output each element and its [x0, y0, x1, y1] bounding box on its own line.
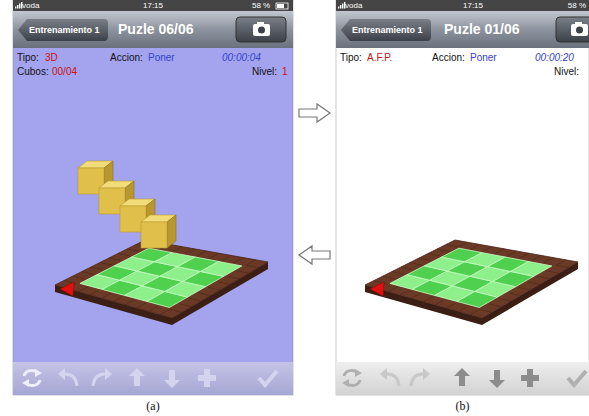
position-marker	[60, 282, 74, 296]
screen-background	[13, 0, 293, 395]
yellow-cube	[141, 215, 176, 248]
camera-button	[236, 17, 286, 42]
field-name: Accion:	[432, 52, 465, 64]
field-value: 1	[282, 66, 288, 78]
field-name: Nivel:	[252, 66, 277, 78]
panel-caption: (a)	[13, 399, 293, 414]
navigation-bar	[13, 11, 293, 48]
toolbar-icon	[342, 369, 362, 387]
toolbar-icon	[129, 368, 145, 386]
field-name: Accion:	[110, 52, 143, 64]
field-name: Tipo:	[340, 52, 362, 64]
position-marker	[370, 282, 384, 296]
toolbar-icon	[22, 369, 42, 387]
back-button: Entrenamiento 1	[341, 19, 431, 41]
transition-arrow	[299, 104, 330, 122]
game-board	[55, 240, 268, 325]
toolbar-icon	[198, 369, 216, 387]
navigation-bar	[336, 11, 589, 48]
carrier-name: voda	[345, 1, 362, 11]
button-label: Entrenamiento 1	[29, 25, 100, 35]
field-name: Cubos:	[17, 66, 49, 78]
carrier-name: voda	[22, 1, 39, 11]
toolbar-icon	[164, 370, 180, 388]
field-name: Tipo:	[17, 52, 39, 64]
battery-level: 58 %	[252, 1, 270, 11]
status-time: 17:15	[463, 1, 483, 11]
field-value: Poner	[148, 52, 175, 64]
toolbar-icon	[93, 368, 112, 386]
toolbar-icon	[489, 370, 505, 388]
camera-icon	[571, 22, 588, 36]
toolbar-icon	[58, 368, 77, 386]
panel-caption: (b)	[336, 399, 589, 414]
timer: 00:00:20	[535, 52, 574, 64]
field-value: Poner	[470, 52, 497, 64]
button-label: Entrenamiento 1	[352, 25, 423, 35]
field-value: A.F.P.	[367, 52, 392, 64]
toolbar	[13, 362, 293, 395]
toolbar-icon	[380, 368, 399, 386]
back-button: Entrenamiento 1	[18, 19, 108, 41]
status-time: 17:15	[143, 1, 163, 11]
screen-title: Puzle 01/06	[444, 21, 520, 37]
timer: 00:00:04	[222, 52, 261, 64]
field-value: 3D	[45, 52, 58, 64]
toolbar-icon	[568, 371, 586, 385]
status-bar	[13, 0, 293, 11]
field-name: Nivel:	[554, 66, 579, 78]
toolbar	[336, 362, 589, 395]
field-value: 00/04	[52, 66, 77, 78]
screen-background	[336, 0, 589, 395]
screen-title: Puzle 06/06	[118, 21, 194, 37]
status-bar	[336, 0, 589, 11]
game-board	[365, 240, 578, 325]
toolbar-icon	[259, 371, 277, 385]
transition-arrow	[299, 246, 330, 264]
battery-level: 58 %	[568, 1, 586, 11]
toolbar-icon	[454, 368, 470, 386]
toolbar-icon	[411, 368, 430, 386]
camera-icon	[253, 22, 270, 36]
camera-button	[556, 17, 589, 42]
toolbar-icon	[521, 369, 539, 387]
